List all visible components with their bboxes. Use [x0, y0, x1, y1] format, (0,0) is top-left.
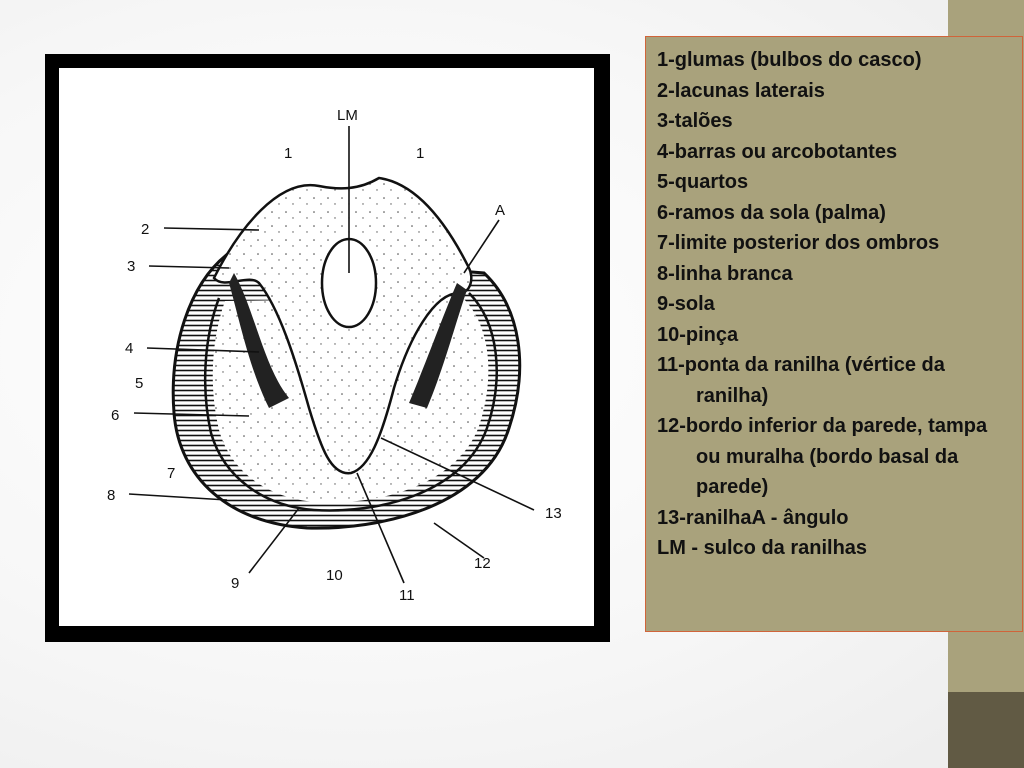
hoof-diagram-svg: LM A 1 1 2 3 4 5 6 7 8 9 10 11 12 13 — [107, 107, 562, 604]
legend-item: 8-linha branca — [657, 262, 793, 285]
legend-item: 7-limite posterior dos ombros — [657, 232, 940, 254]
legend-item: 1-glumas (bulbos do casco) — [657, 49, 922, 71]
hoof-diagram: LM A 1 1 2 3 4 5 6 7 8 9 10 11 12 13 — [59, 68, 594, 626]
legend-item: 6-ramos da sola (palma) — [657, 201, 886, 224]
label-4: 4 — [125, 340, 133, 357]
label-1-left: 1 — [284, 145, 292, 162]
legend-item: 9-sola — [657, 293, 715, 315]
label-12: 12 — [474, 555, 491, 572]
label-13: 13 — [545, 505, 562, 522]
label-8: 8 — [107, 487, 115, 504]
label-3: 3 — [127, 258, 135, 275]
side-accent-strip-dark — [948, 692, 1024, 768]
label-10: 10 — [326, 567, 343, 584]
bar-left — [229, 273, 289, 408]
legend-item: 11-ponta da ranilha (vértice da ranilha) — [657, 354, 945, 407]
legend-box: 1-glumas (bulbos do casco) 2-lacunas lat… — [645, 36, 1023, 632]
label-a: A — [495, 202, 505, 219]
label-1-right: 1 — [416, 145, 424, 162]
legend-item: LM - sulco da ranilhas — [657, 537, 868, 559]
label-6: 6 — [111, 407, 119, 424]
label-5: 5 — [135, 375, 143, 392]
legend-item: 4-barras ou arcobotantes — [657, 140, 898, 163]
label-2: 2 — [141, 221, 149, 238]
label-7: 7 — [167, 465, 175, 482]
legend-item: 2-lacunas laterais — [657, 79, 825, 102]
white-line — [203, 292, 498, 512]
label-11: 11 — [399, 587, 415, 604]
legend-item: 5-quartos — [657, 171, 749, 193]
legend-item: 13-ranilhaA - ângulo — [657, 506, 849, 529]
legend-item: 10-pinça — [657, 323, 739, 346]
hoof-diagram-frame: LM A 1 1 2 3 4 5 6 7 8 9 10 11 12 13 — [45, 54, 610, 642]
legend-item: 12-bordo inferior da parede, tampa ou mu… — [657, 415, 988, 498]
label-9: 9 — [231, 575, 239, 592]
label-lm: LM — [337, 107, 358, 124]
bar-right — [409, 283, 467, 408]
legend-item: 3-talões — [657, 110, 733, 132]
